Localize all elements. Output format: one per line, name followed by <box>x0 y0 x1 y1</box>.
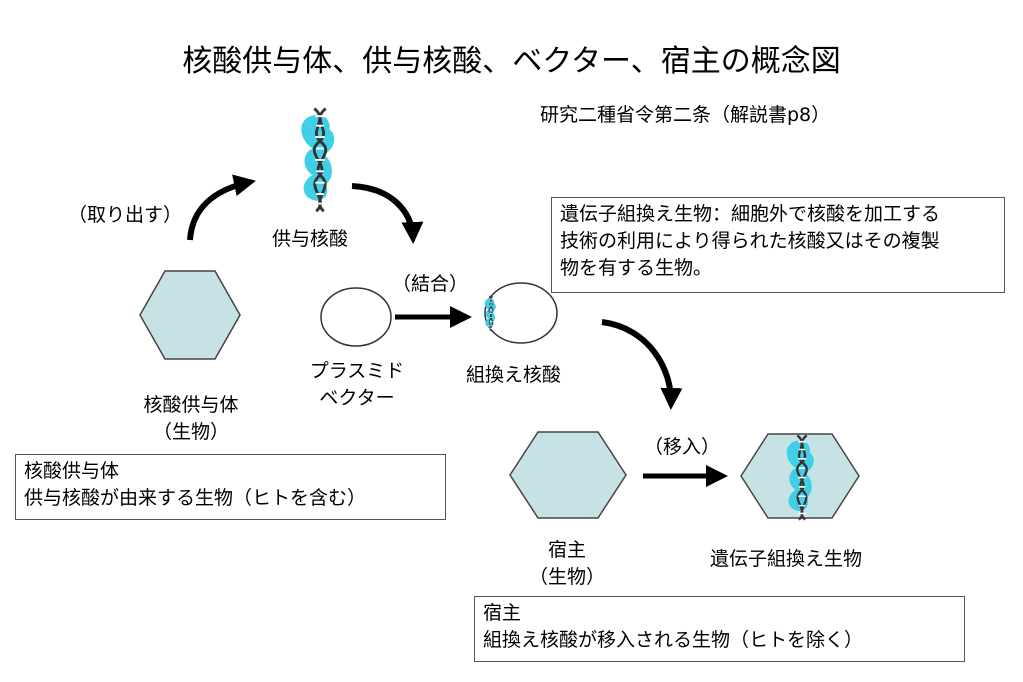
gmo-label: 遺伝子組換え生物 <box>710 548 863 570</box>
host-definition-box: 宿主 組換え核酸が移入される生物（ヒトを除く） <box>474 596 965 662</box>
page-title: 核酸供与体、供与核酸、ベクター、宿主の概念図 <box>182 44 841 79</box>
host-label-line1: 宿主 <box>547 539 586 561</box>
gmo-definition-line2: 技術の利用により得られた核酸又はその複製 <box>560 230 940 252</box>
donor-definition-box: 核酸供与体 供与核酸が由来する生物（ヒトを含む） <box>15 454 446 520</box>
host-label-line2: （生物） <box>528 566 605 588</box>
recombinant-nucleic-acid-label: 組換え核酸 <box>466 364 562 386</box>
recombinant-circle <box>484 282 558 344</box>
host-label: 宿主 （生物） <box>522 537 612 591</box>
reference-citation: 研究二種省令第二条（解説書p8） <box>540 104 831 126</box>
donor-organism-hexagon <box>139 270 241 360</box>
gmo-definition-box: 遺伝子組換え生物：細胞外で核酸を加工する 技術の利用により得られた核酸又はその複… <box>551 197 1005 293</box>
plasmid-vector-label: プラスミド ベクター <box>302 358 412 412</box>
gmo-definition-line1: 遺伝子組換え生物：細胞外で核酸を加工する <box>560 203 941 225</box>
donor-organism-label-line2: （生物） <box>152 421 229 443</box>
plasmid-vector-label-line2: ベクター <box>319 387 395 409</box>
gmo-definition-line3: 物を有する生物。 <box>560 257 713 279</box>
plasmid-vector-circle <box>320 287 392 347</box>
donor-definition-line1: 核酸供与体 <box>24 460 120 482</box>
plasmid-vector-label-line1: プラスミド <box>309 360 405 382</box>
extract-arrow <box>187 174 256 241</box>
donor-definition-line2: 供与核酸が由来する生物（ヒトを含む） <box>24 487 367 509</box>
host-hexagon <box>509 431 627 519</box>
donor-organism-label-line1: 核酸供与体 <box>143 394 239 416</box>
combine-label: （結合） <box>392 273 469 295</box>
transfer-label: （移入） <box>644 436 721 458</box>
donor-organism-label: 核酸供与体 （生物） <box>136 392 246 446</box>
host-definition-line2: 組換え核酸が移入される生物（ヒトを除く） <box>483 629 864 651</box>
extract-label: （取り出す） <box>68 204 183 226</box>
donor-to-combine-arrow <box>351 183 424 244</box>
host-definition-line1: 宿主 <box>483 602 522 624</box>
donor-dna-icon <box>299 107 336 213</box>
donor-nucleic-acid-label: 供与核酸 <box>272 228 349 250</box>
recombinant-to-host-arrow <box>601 319 683 410</box>
